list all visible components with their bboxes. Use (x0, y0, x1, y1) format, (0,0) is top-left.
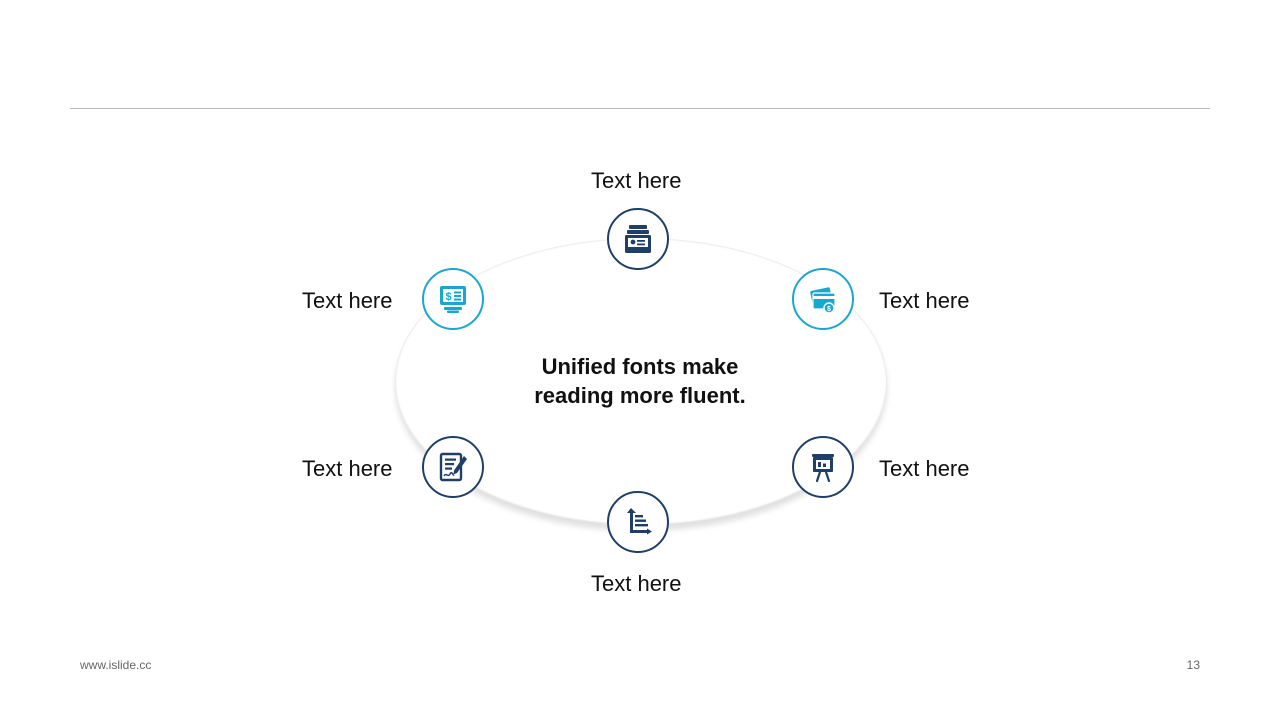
svg-text:$: $ (445, 291, 451, 303)
node-upper-right: $ (792, 268, 854, 330)
node-upper-left: $ (422, 268, 484, 330)
footer-website: www.islide.cc (80, 658, 152, 672)
node-upper-left-label: Text here (302, 288, 393, 313)
node-upper-right-label: Text here (879, 288, 970, 313)
page-number: 13 (1186, 658, 1200, 672)
node-top-label: Text here (591, 168, 682, 193)
node-lower-left-label: Text here (302, 456, 393, 481)
svg-text:$: $ (827, 306, 831, 313)
node-lower-right-label: Text here (879, 456, 970, 481)
credit-card-icon: $ (810, 287, 836, 314)
atm-screen-icon: $ (440, 286, 466, 313)
center-message: Unified fonts make reading more fluent. (480, 352, 800, 410)
node-lower-left (422, 436, 484, 498)
list-chart-icon (627, 508, 652, 535)
presentation-board-icon (812, 454, 834, 483)
center-message-line-1: Unified fonts make (541, 354, 739, 379)
center-message-line-2: reading more fluent. (534, 383, 746, 408)
archive-box-icon (625, 225, 651, 253)
node-top (607, 208, 669, 270)
node-lower-right (792, 436, 854, 498)
signed-document-icon (439, 452, 467, 482)
node-bottom (607, 491, 669, 553)
node-bottom-label: Text here (591, 571, 682, 596)
header-divider (70, 108, 1210, 109)
